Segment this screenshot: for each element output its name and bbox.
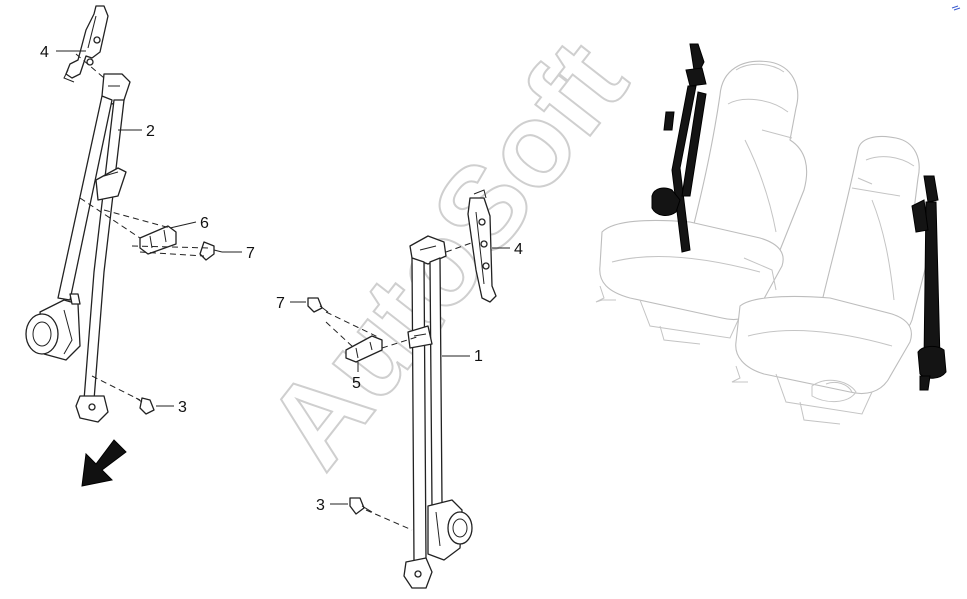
left-adjuster-bracket [139,225,177,255]
callout-left-6: 6 [200,215,209,232]
left-upper-anchor-bracket [63,5,109,83]
corner-mark-icon [951,5,961,11]
autosoft-watermark: AutoSoft [241,17,652,491]
callout-center-3: 3 [316,497,325,514]
highlighted-belt-right-seat [911,175,947,391]
callout-left-4: 4 [40,44,49,61]
center-bolt-3 [349,497,373,515]
center-upper-anchor-bracket [467,189,497,303]
center-seat-belt-assembly [307,189,497,589]
left-belt-webbing [57,73,131,401]
left-bolt-3 [135,397,155,415]
callout-center-4: 4 [514,241,523,258]
center-belt-webbing [407,257,443,563]
center-bolt-7 [307,297,329,313]
left-bolt-7 [199,241,223,261]
left-belt-retractor [25,293,81,361]
callout-center-5: 5 [352,375,361,392]
callout-left-2: 2 [146,123,155,140]
front-direction-arrow-icon [81,439,127,487]
callout-left-3: 3 [178,399,187,416]
callout-left-7: 7 [246,245,255,262]
callout-center-7: 7 [276,295,285,312]
highlighted-belt-left-seat [651,43,707,253]
center-belt-retractor [427,499,473,561]
left-seat-belt-assembly [25,5,223,423]
center-adjuster-bracket [345,335,383,363]
callout-center-1: 1 [474,348,483,365]
center-lower-anchor [403,557,433,589]
rear-seat-illustration [595,60,932,425]
callout-labels: 4 2 6 7 3 4 7 1 5 3 [40,44,523,514]
left-lower-anchor [75,395,109,423]
